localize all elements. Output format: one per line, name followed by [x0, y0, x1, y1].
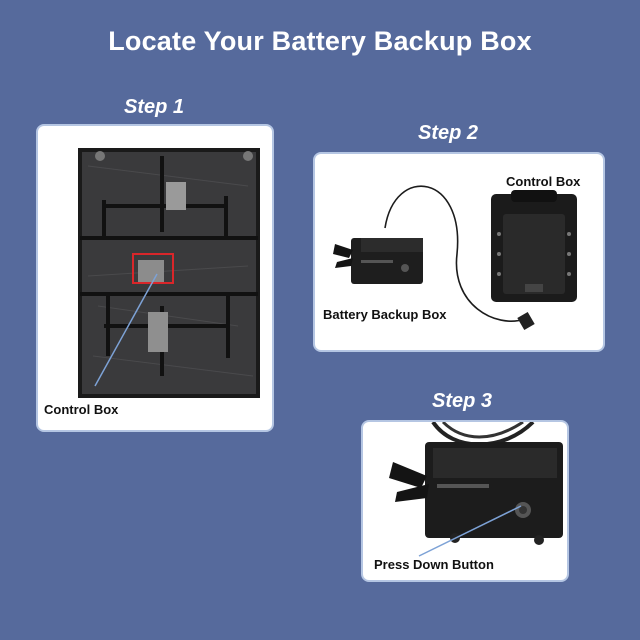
- step-1-heading: Step 1: [124, 96, 185, 118]
- step-3-panel: Press Down Button: [361, 420, 569, 582]
- bed-frame-underside-image: [78, 148, 260, 398]
- step-2-control-box-label: Control Box: [506, 174, 581, 189]
- battery-and-control-box-image: [333, 185, 577, 331]
- step-1-panel: Control Box: [36, 124, 274, 432]
- step-2-battery-backup-box-label: Battery Backup Box: [323, 307, 447, 322]
- page-title: Locate Your Battery Backup Box: [108, 26, 532, 56]
- step-2-heading: Step 2: [418, 122, 479, 144]
- battery-backup-box-closeup-image: [389, 422, 563, 557]
- step-1-control-box-label: Control Box: [44, 402, 119, 417]
- step-3-heading: Step 3: [432, 390, 493, 412]
- step-2-panel: Control Box Battery Backup Box: [313, 152, 605, 352]
- step-3-press-down-button-label: Press Down Button: [374, 557, 494, 572]
